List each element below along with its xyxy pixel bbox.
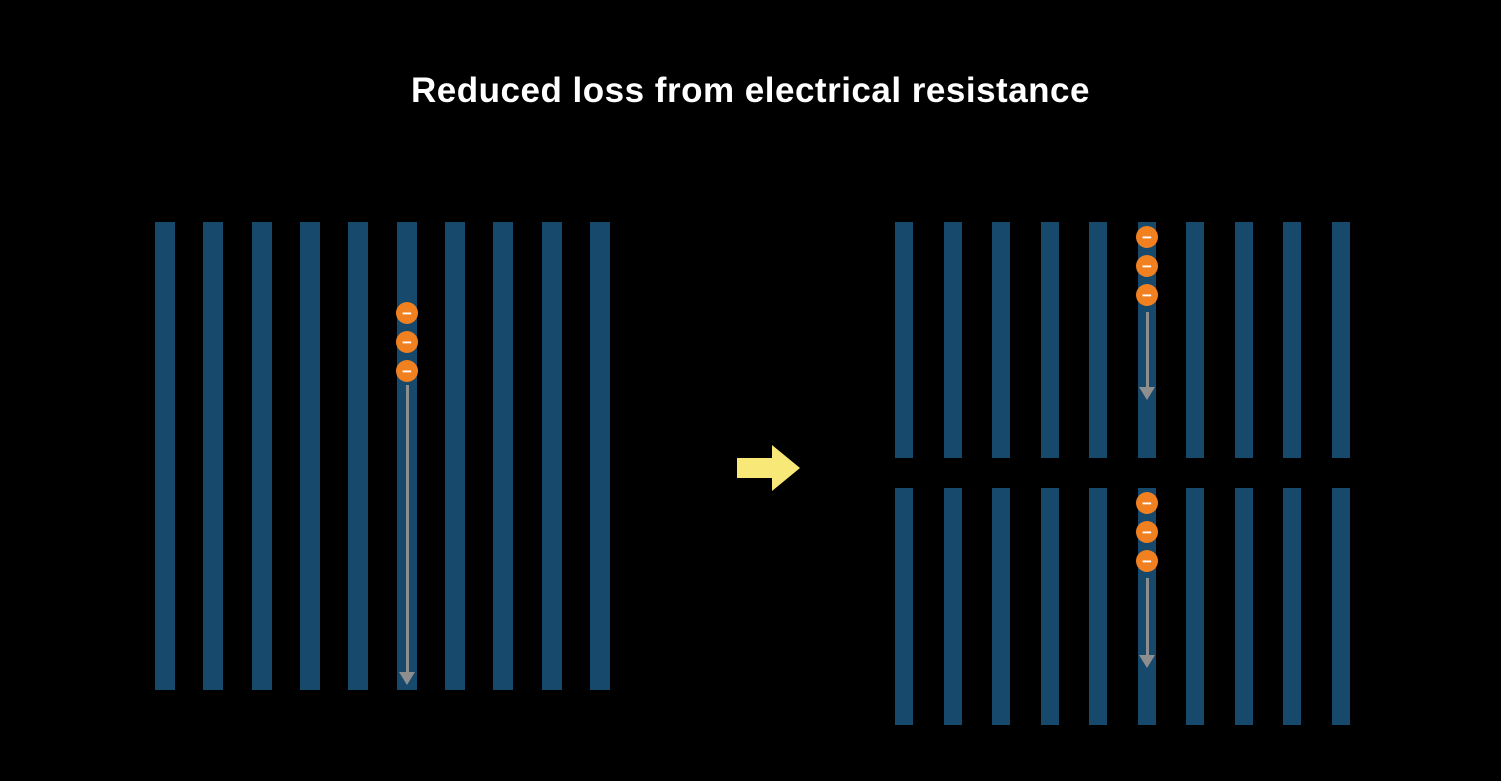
electron-icon: − (1136, 226, 1158, 248)
right-block-arrow-icon (737, 445, 800, 491)
half-cell-panel-top: − − − (895, 222, 1350, 458)
electron-column-left: − − − (396, 302, 418, 382)
electron-icon: − (1136, 284, 1158, 306)
cell-bar (1186, 222, 1205, 458)
cell-bar (541, 222, 562, 690)
diagram-title: Reduced loss from electrical resistance (411, 71, 1090, 110)
cell-bar-group-right-bottom (895, 488, 1350, 725)
cell-bar (589, 222, 610, 690)
current-flow-arrow-right-bottom (1139, 578, 1155, 668)
cell-bar (1089, 488, 1108, 725)
cell-bar (1089, 222, 1108, 458)
current-flow-arrow-right-top (1139, 312, 1155, 400)
cell-bar (299, 222, 320, 690)
cell-bar (1283, 488, 1302, 725)
full-cell-panel: − − − (155, 222, 610, 690)
cell-bar (1234, 222, 1253, 458)
flow-arrow-line (1145, 312, 1149, 387)
flow-arrow-line (1145, 578, 1149, 655)
cell-bar (1331, 222, 1350, 458)
electron-icon: − (1136, 550, 1158, 572)
current-flow-arrow-left (399, 385, 415, 685)
electron-icon: − (1136, 255, 1158, 277)
cell-bar (155, 222, 175, 690)
flow-arrowhead-icon (1139, 655, 1155, 668)
cell-bar (895, 222, 913, 458)
electron-column-right-top: − − − (1136, 226, 1158, 306)
cell-bar (992, 222, 1011, 458)
cell-bar (895, 488, 913, 725)
electron-icon: − (396, 331, 418, 353)
cell-bar (943, 222, 962, 458)
cell-bar (1234, 488, 1253, 725)
cell-bar (992, 488, 1011, 725)
cell-bar (251, 222, 272, 690)
electron-icon: − (1136, 492, 1158, 514)
flow-arrowhead-icon (1139, 387, 1155, 400)
cell-bar (493, 222, 514, 690)
cell-bar-group-left (155, 222, 610, 690)
electron-column-right-bottom: − − − (1136, 492, 1158, 572)
electron-icon: − (1136, 521, 1158, 543)
cell-bar (1186, 488, 1205, 725)
cell-bar (444, 222, 465, 690)
cell-bar (1283, 222, 1302, 458)
flow-arrow-line (405, 385, 409, 672)
flow-arrowhead-icon (399, 672, 415, 685)
electron-icon: − (396, 302, 418, 324)
cell-bar (348, 222, 369, 690)
half-cell-panel-bottom: − − − (895, 488, 1350, 725)
cell-bar (943, 488, 962, 725)
cell-bar (1040, 488, 1059, 725)
cell-bar (1331, 488, 1350, 725)
cell-bar-group-right-top (895, 222, 1350, 458)
electron-icon: − (396, 360, 418, 382)
cell-bar (1040, 222, 1059, 458)
cell-bar (203, 222, 224, 690)
